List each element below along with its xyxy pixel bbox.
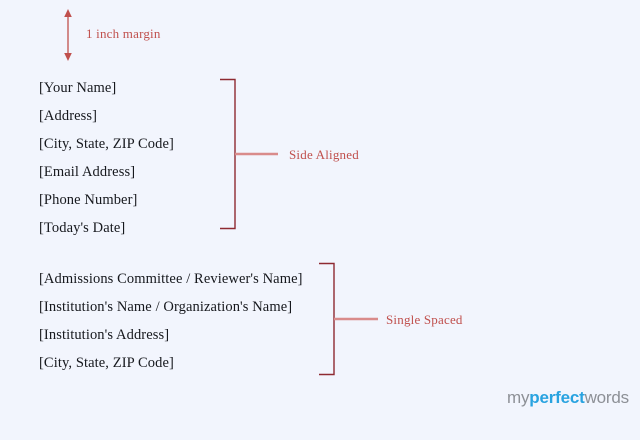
double-headed-vertical-arrow-icon [64,9,72,61]
doc-line: [City, State, ZIP Code] [39,355,174,371]
myperfectwords-logo: myperfectwords [507,388,629,408]
doc-line: [Institution's Address] [39,327,170,343]
logo-part-perfect: perfect [529,388,585,407]
doc-line: [City, State, ZIP Code] [39,136,174,152]
logo-part-words: words [584,388,630,407]
doc-line: [Email Address] [39,164,136,180]
doc-line: [Address] [39,108,98,124]
annotation-label-side-aligned: Side Aligned [289,147,359,162]
margin-annotation-label: 1 inch margin [86,26,161,41]
annotation-label-single-spaced: Single Spaced [386,312,463,327]
doc-line: [Today's Date] [39,220,126,236]
bracket-icon [319,262,378,376]
doc-line: [Admissions Committee / Reviewer's Name] [39,271,303,287]
bracket-icon [220,78,278,230]
doc-line: [Institution's Name / Organization's Nam… [39,299,293,315]
doc-line: [Your Name] [39,80,117,96]
recipient-address-block: [Admissions Committee / Reviewer's Name]… [39,265,303,377]
margin-annotation-group: 1 inch margin [0,0,640,70]
sender-address-block: [Your Name] [Address] [City, State, ZIP … [39,74,174,242]
logo-part-my: my [507,388,530,407]
doc-line: [Phone Number] [39,192,138,208]
